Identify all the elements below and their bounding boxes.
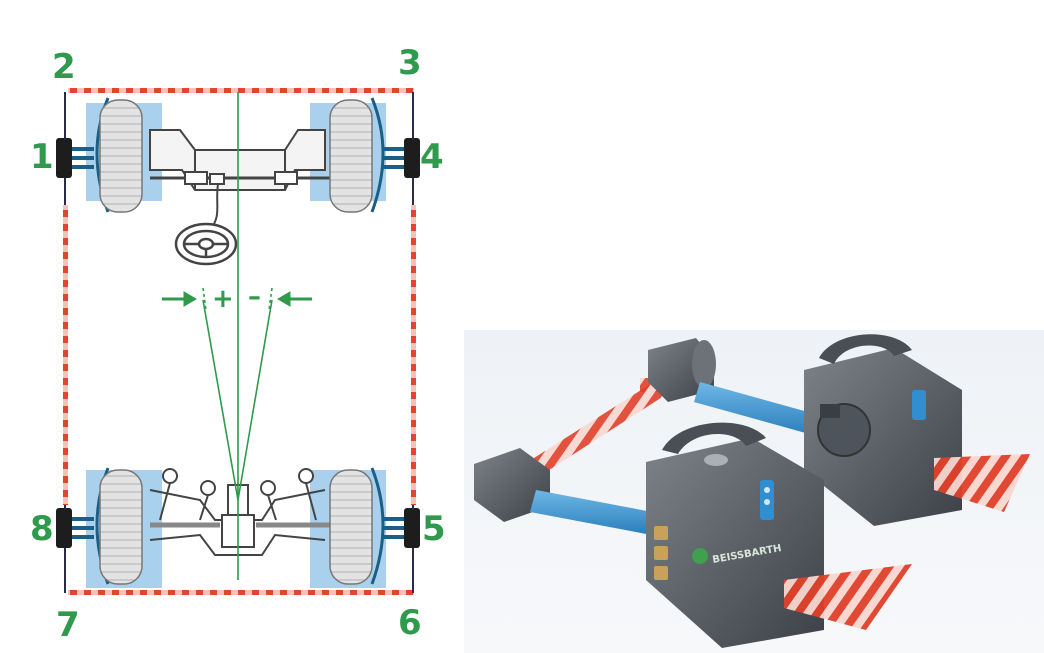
point-label-7: 7 [56,605,80,645]
laser-beam-cross [534,378,670,472]
point-label-6: 6 [398,603,422,643]
product-photo [464,330,1044,653]
wheel-front-left [95,97,143,213]
centre-lines [202,92,273,580]
sensor-head-1 [56,138,94,178]
alignment-diagram [56,88,420,595]
wheel-rear-right [329,467,385,585]
remote-head-front [474,448,550,522]
point-label-2: 2 [52,47,76,87]
sensor-head-4 [382,138,420,178]
steering-wheel-icon [174,222,238,266]
rear-suspension [149,468,330,556]
point-label-5: 5 [422,509,446,549]
beam-front [68,88,414,93]
toe-minus-sign: – [248,282,261,312]
beam-left [63,205,68,505]
arrow-right-icon [162,291,197,307]
support-arm-front [530,490,684,540]
wheel-front-right [329,97,385,213]
point-label-3: 3 [398,43,422,83]
toe-plus-sign: + [212,284,234,314]
measuring-unit-front [646,422,912,648]
point-label-4: 4 [420,137,444,177]
measuring-unit-back [804,334,1030,526]
point-label-8: 8 [30,509,54,549]
wheel-rear-left [95,467,143,585]
sensor-head-5 [382,508,420,548]
front-suspension [149,129,330,231]
arrow-left-icon [277,291,312,307]
beam-rear [68,590,414,595]
remote-head-back [648,338,716,402]
sensor-head-8 [56,508,94,548]
beam-right [411,205,416,505]
point-label-1: 1 [30,137,54,177]
